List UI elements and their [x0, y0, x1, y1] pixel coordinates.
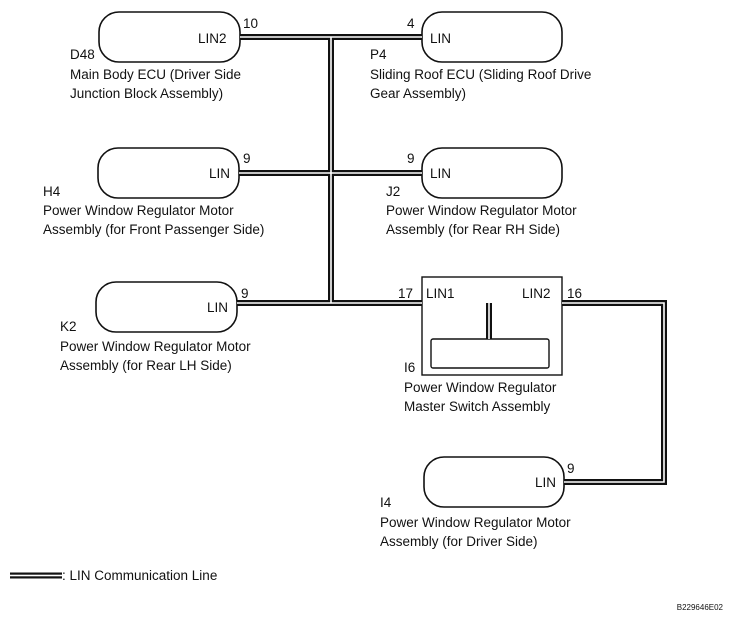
- legend-line-swatch: [10, 572, 62, 579]
- d48-name-line-2: Junction Block Assembly): [70, 86, 224, 101]
- i6-ref: I6: [404, 360, 416, 375]
- d48-name-line-1: Main Body ECU (Driver Side: [70, 67, 242, 82]
- i4-name-line-2: Assembly (for Driver Side): [380, 534, 538, 549]
- p4-port-label: LIN: [430, 31, 452, 46]
- p4-name-line-2: Gear Assembly): [370, 86, 467, 101]
- lin-lines: [237, 34, 667, 485]
- i6-port-lin2: LIN2: [522, 286, 551, 301]
- i4-ref: I4: [380, 495, 392, 510]
- legend-label: : LIN Communication Line: [62, 568, 218, 583]
- k2-box: [95, 281, 238, 333]
- p4-pin-number: 4: [407, 16, 415, 31]
- d48-pin-number: 10: [243, 16, 259, 31]
- p4-name-line-1: Sliding Roof ECU (Sliding Roof Drive: [370, 67, 592, 82]
- h4-ref: H4: [43, 184, 61, 199]
- d48-port-label: LIN2: [198, 31, 227, 46]
- j2-port-label: LIN: [430, 166, 452, 181]
- i6-pin-16: 16: [567, 286, 583, 301]
- i4-pin-number: 9: [567, 461, 575, 476]
- i4-port-label: LIN: [535, 475, 557, 490]
- i6-pin-17: 17: [398, 286, 414, 301]
- k2-name-line-1: Power Window Regulator Motor: [60, 339, 251, 354]
- i6-name-line-2: Master Switch Assembly: [404, 399, 551, 414]
- h4-name-line-1: Power Window Regulator Motor: [43, 203, 234, 218]
- k2-port-label: LIN: [207, 300, 229, 315]
- k2-pin-number: 9: [241, 286, 249, 301]
- h4-port-label: LIN: [209, 166, 231, 181]
- i6-inner-module: [430, 338, 550, 369]
- j2-ref: J2: [386, 184, 401, 199]
- j2-name-line-2: Assembly (for Rear RH Side): [386, 222, 561, 237]
- d48-ref: D48: [70, 47, 95, 62]
- j2-name-line-1: Power Window Regulator Motor: [386, 203, 577, 218]
- p4-ref: P4: [370, 47, 387, 62]
- k2-ref: K2: [60, 319, 77, 334]
- h4-pin-number: 9: [243, 151, 251, 166]
- i4-name-line-1: Power Window Regulator Motor: [380, 515, 571, 530]
- h4-name-line-2: Assembly (for Front Passenger Side): [43, 222, 265, 237]
- i6-name-line-1: Power Window Regulator: [404, 380, 557, 395]
- figure-code: B229646E02: [676, 603, 723, 612]
- k2-name-line-2: Assembly (for Rear LH Side): [60, 358, 232, 373]
- i6-port-lin1: LIN1: [426, 286, 455, 301]
- j2-pin-number: 9: [407, 151, 415, 166]
